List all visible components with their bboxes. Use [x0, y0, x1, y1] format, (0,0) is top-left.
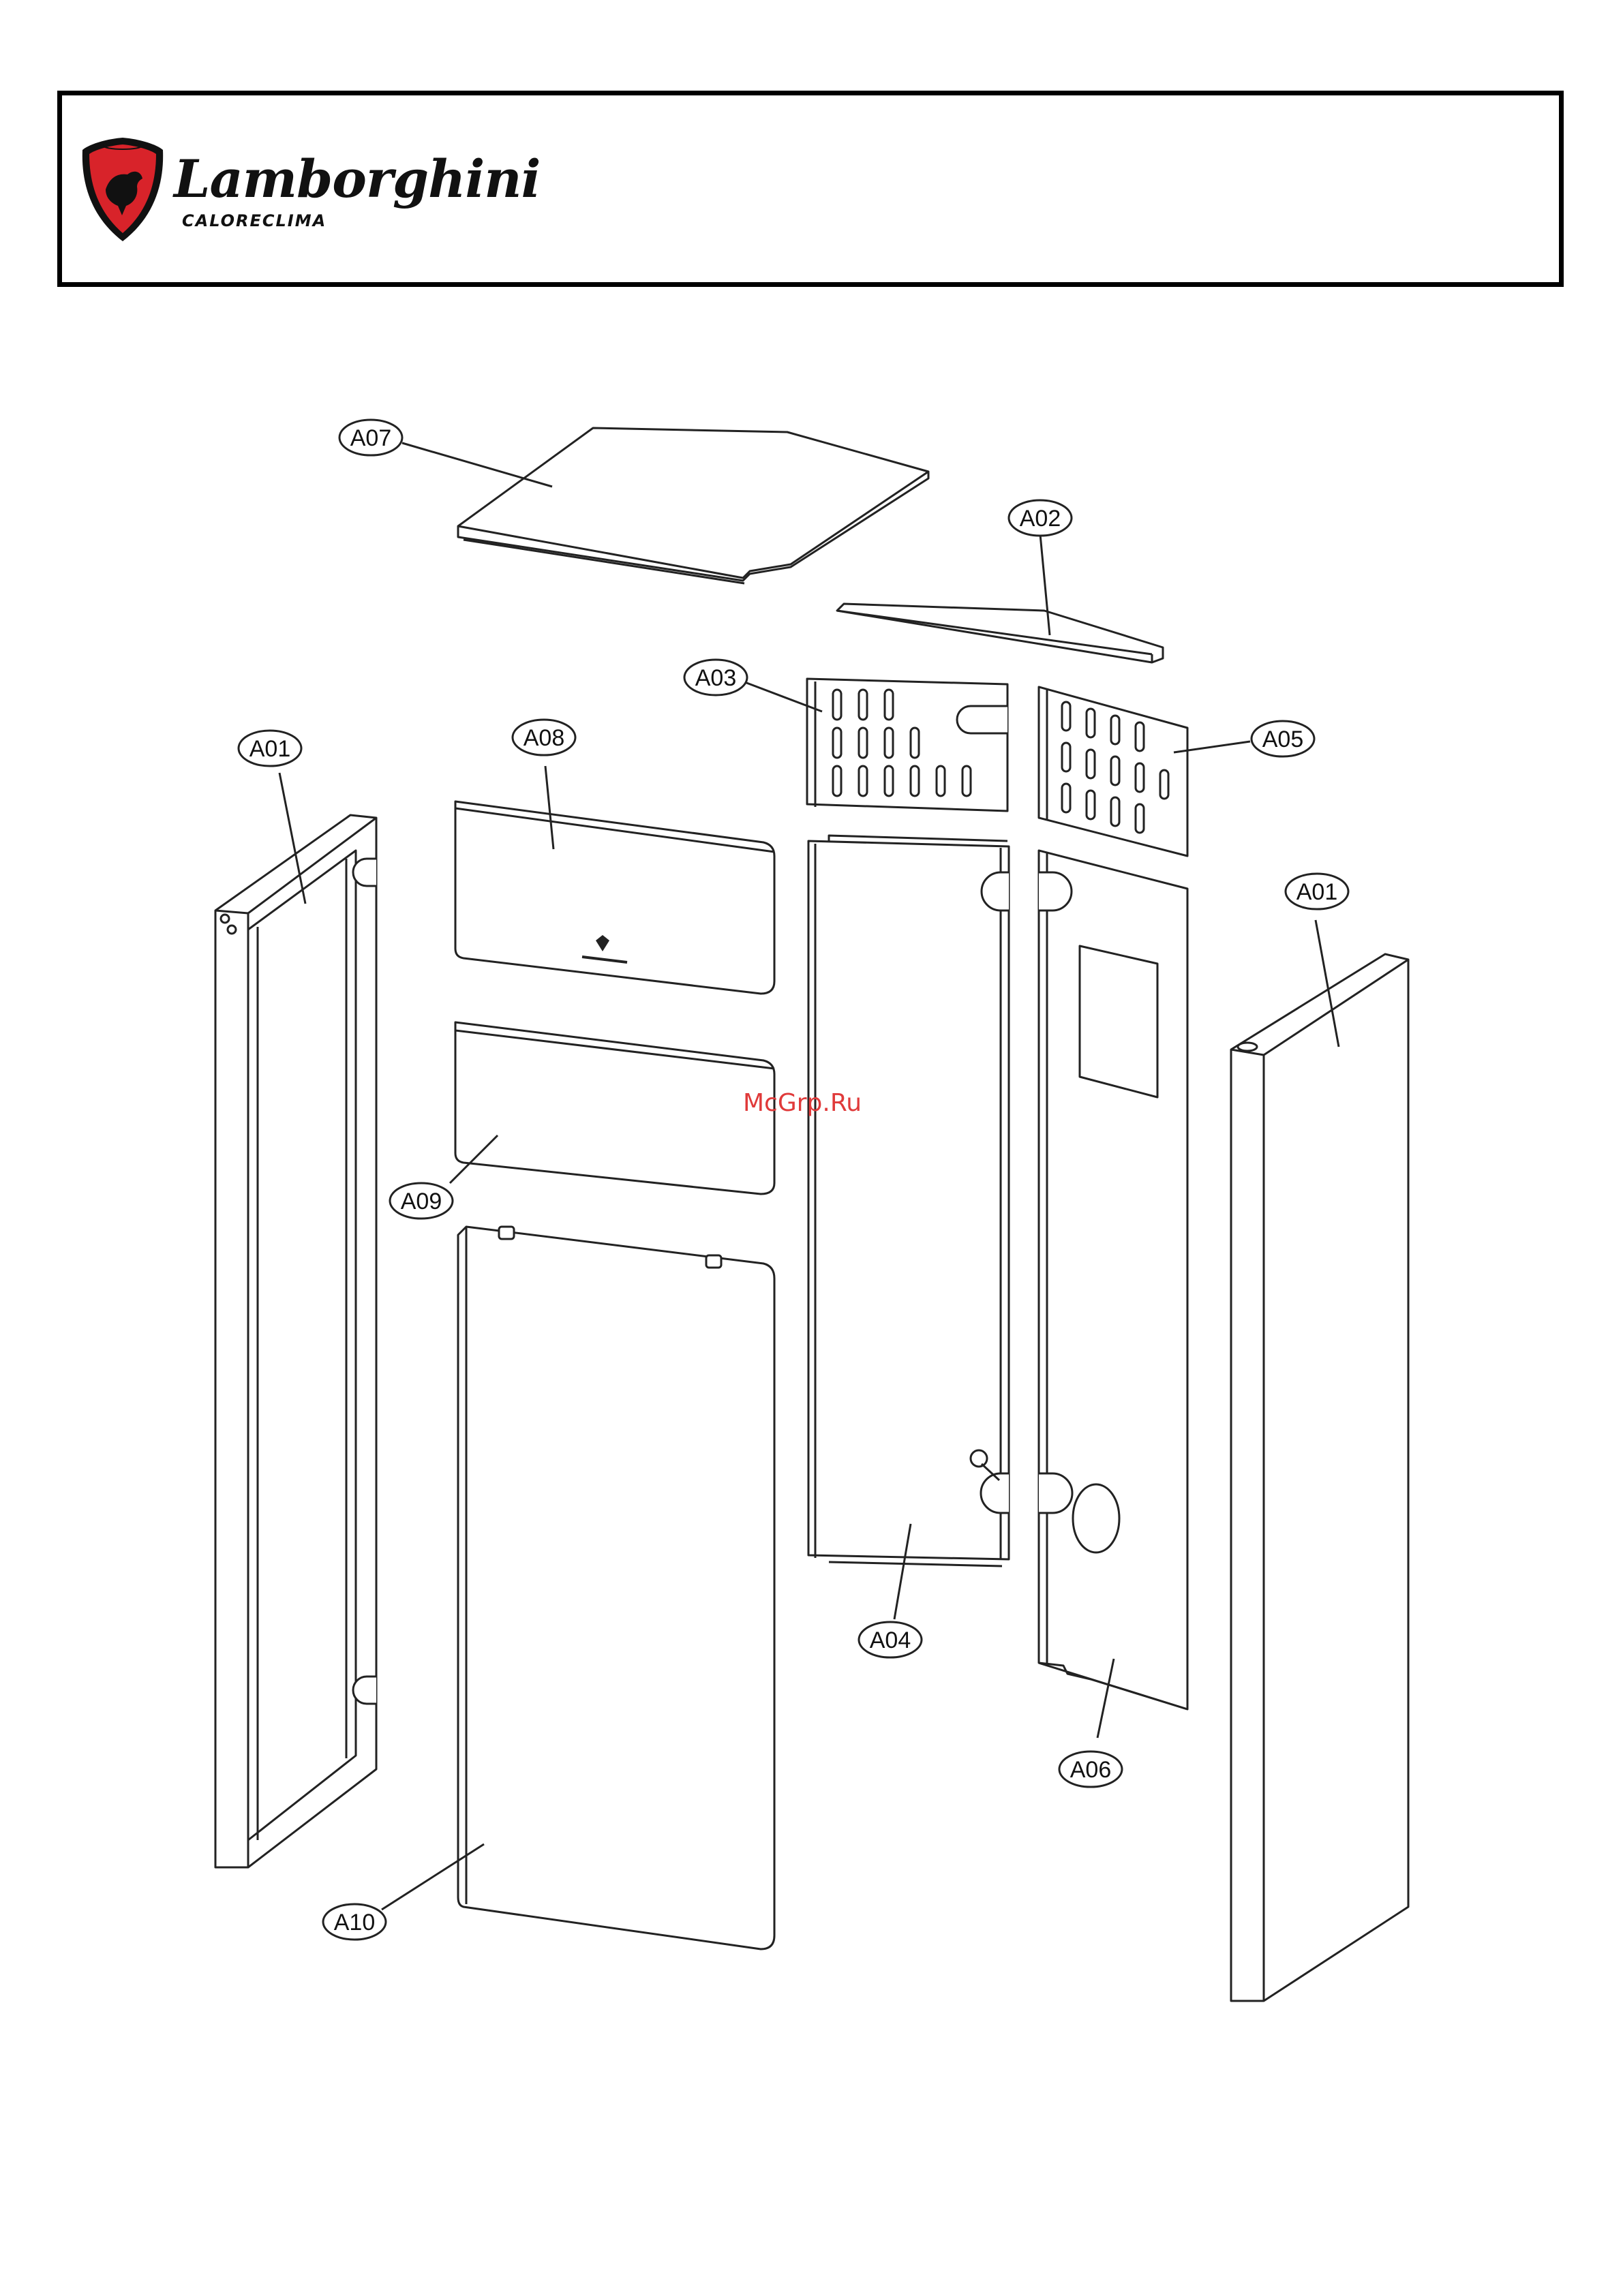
callout-a01-right-label: A01	[1296, 879, 1338, 905]
part-left-grille-panel	[807, 679, 1007, 811]
callout-a04-label: A04	[870, 1627, 911, 1653]
callout-a10-label: A10	[334, 1910, 376, 1935]
callout-a06: A06	[1059, 1751, 1122, 1787]
part-right-side-frame	[1231, 954, 1408, 2001]
callout-a01-right: A01	[1286, 874, 1348, 909]
part-inner-panel	[1039, 851, 1187, 1709]
part-top-cover	[458, 428, 928, 583]
callout-a06-label: A06	[1070, 1757, 1112, 1783]
callout-a02: A02	[1009, 500, 1072, 536]
part-upper-front-panel	[455, 801, 774, 994]
callout-a03: A03	[684, 660, 747, 695]
part-left-side-frame	[215, 815, 376, 1867]
part-top-bracket	[837, 604, 1163, 662]
callout-a01-left-label: A01	[249, 736, 291, 762]
part-middle-front-panel	[455, 1022, 774, 1194]
part-front-door	[458, 1227, 774, 1949]
callout-a07-label: A07	[350, 425, 392, 451]
callout-a09-label: A09	[401, 1189, 442, 1214]
callout-a03-label: A03	[695, 665, 737, 691]
callout-a02-label: A02	[1020, 506, 1061, 532]
callout-a05-label: A05	[1262, 726, 1304, 752]
callout-a09: A09	[390, 1183, 453, 1219]
callout-a08-label: A08	[524, 725, 565, 751]
callout-a08: A08	[513, 720, 575, 755]
watermark-text: McGrp.Ru	[743, 1089, 862, 1117]
callout-a01-left: A01	[239, 731, 301, 766]
callout-a04: A04	[859, 1622, 922, 1657]
callout-a07: A07	[339, 420, 402, 455]
callout-a05: A05	[1252, 721, 1314, 756]
part-rear-panel	[808, 836, 1009, 1566]
callout-a10: A10	[323, 1904, 386, 1940]
